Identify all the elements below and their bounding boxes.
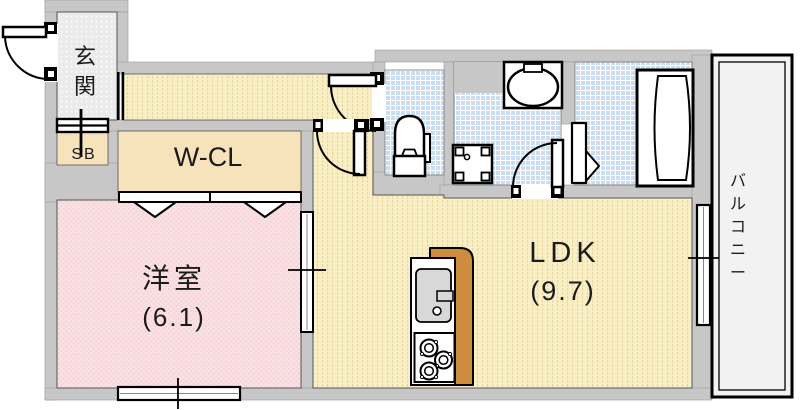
entrance-step-line xyxy=(117,72,125,120)
western-room-floor xyxy=(56,199,302,389)
western-room-size: (6.1) xyxy=(142,302,205,332)
stove-burners xyxy=(419,338,453,381)
wall-top-entrance xyxy=(44,0,129,13)
western-room-window xyxy=(116,378,242,409)
ldk-door xyxy=(313,119,369,177)
washroom-duct-block xyxy=(454,62,506,93)
entrance-label: 玄関 xyxy=(74,44,96,99)
western-room-label: 洋室 xyxy=(142,263,206,294)
washroom-door-arc xyxy=(512,142,558,188)
shoe-box-label: SB xyxy=(71,146,96,163)
kitchen-faucet xyxy=(436,290,454,302)
entrance-door xyxy=(1,22,58,82)
ldk-floor xyxy=(312,130,693,389)
ldk-door-arc xyxy=(316,130,361,175)
balcony-inner-line xyxy=(718,61,786,391)
balcony-floor xyxy=(710,53,794,399)
walk-in-closet-label: W-CL xyxy=(174,142,243,172)
wall-below-sb xyxy=(44,162,119,203)
kitchen-counter xyxy=(410,247,474,386)
ldk-label: LDK xyxy=(529,237,600,269)
washroom-door xyxy=(511,138,565,199)
kitchen-drain xyxy=(432,306,442,316)
balcony-window xyxy=(688,203,719,327)
washer-pan-fixture xyxy=(451,143,494,185)
shoe-box-floor xyxy=(56,130,109,166)
wall-top-wet-area xyxy=(374,49,713,63)
shoe-shelf-symbol xyxy=(55,109,110,157)
western-ldk-sliding-door xyxy=(288,211,326,333)
walk-in-closet-floor xyxy=(117,130,302,193)
bath-folding-door xyxy=(570,121,600,185)
ldk-size: (9.7) xyxy=(530,276,596,306)
entrance-floor xyxy=(56,11,118,121)
wall-entrance-right xyxy=(116,11,129,71)
toilet-fixture xyxy=(392,114,431,178)
sink-fixture xyxy=(502,60,564,110)
bathtub-fixture xyxy=(635,68,695,188)
balcony-label: バルコニー xyxy=(730,173,746,282)
entrance-door-arc xyxy=(4,36,49,80)
wall-corridor-top xyxy=(116,61,379,75)
wcl-sliding-doors xyxy=(118,191,302,218)
